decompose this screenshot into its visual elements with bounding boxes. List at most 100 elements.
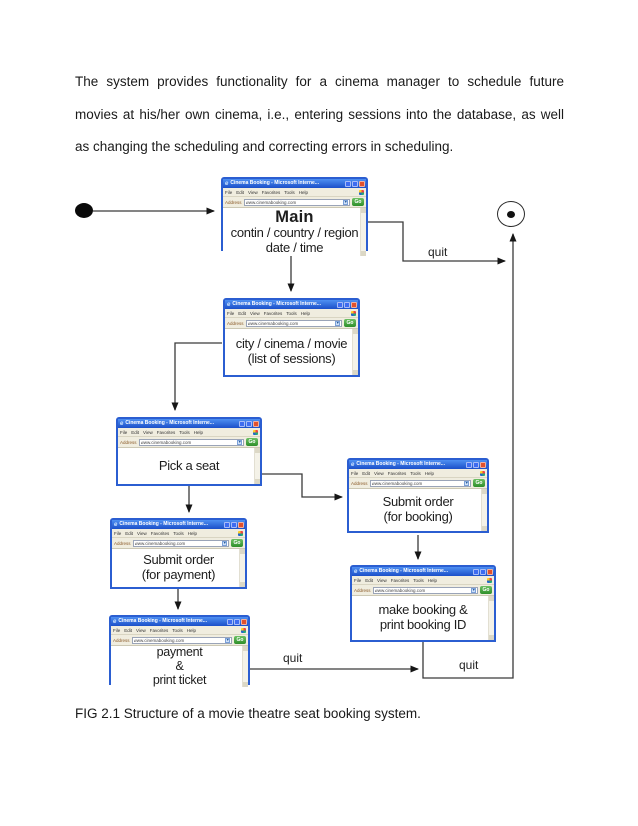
dropdown-arrow-icon: ▼ <box>225 637 230 643</box>
window-titlebar: e Cinema Booking - Microsoft Interne... <box>112 520 245 529</box>
edge-label-quit: quit <box>428 245 448 259</box>
edge-label-quit: quit <box>283 651 303 665</box>
menu-item-view: View <box>143 429 153 435</box>
window-title: Cinema Booking - Microsoft Interne... <box>118 618 207 624</box>
menu-item-view: View <box>250 310 260 316</box>
menu-item-edit: Edit <box>236 189 245 195</box>
windows-flag-icon <box>359 189 364 195</box>
scrollbar <box>352 329 358 375</box>
window-text-line: date / time <box>265 240 324 256</box>
close-button <box>238 521 244 528</box>
window-text-line: Pick a seat <box>158 457 220 473</box>
menu-item-help: Help <box>186 627 197 633</box>
menu-item-edit: Edit <box>125 530 134 536</box>
menu-item-tools: Tools <box>284 189 295 195</box>
menu-item-help: Help <box>424 470 435 476</box>
window-title: Cinema Booking - Microsoft Interne... <box>125 420 214 426</box>
menu-item-view: View <box>248 189 258 195</box>
address-label: Address <box>114 540 131 546</box>
menu-item-file: File <box>114 530 122 536</box>
menu-item-help: Help <box>427 577 438 583</box>
go-button: Go <box>234 636 246 644</box>
address-bar: Address www.cinemabooking.com ▼ Go <box>111 635 248 646</box>
address-input: www.cinemabooking.com ▼ <box>138 438 244 446</box>
window-text-line: Main <box>275 208 314 226</box>
go-button: Go <box>231 539 243 547</box>
paragraph-line: movies at his/her own cinema, i.e., ente… <box>75 106 564 122</box>
windows-flag-icon <box>351 310 356 316</box>
window-titlebar: e Cinema Booking - Microsoft Interne... <box>225 300 358 309</box>
address-bar: Address www.cinemabooking.com ▼ Go <box>223 197 366 208</box>
window-text-line: city / cinema / movie <box>235 336 348 352</box>
close-button <box>480 461 486 468</box>
menu-item-favorites: Favorites <box>261 189 281 195</box>
window-text-line: make booking & <box>378 602 468 618</box>
address-url: www.cinemabooking.com <box>371 480 423 486</box>
address-bar: Address www.cinemabooking.com ▼ Go <box>118 437 260 448</box>
browser-window-main: e Cinema Booking - Microsoft Interne... … <box>221 177 368 256</box>
minimize-button <box>227 618 233 625</box>
dropdown-arrow-icon: ▼ <box>464 480 469 486</box>
browser-window-make-booking: e Cinema Booking - Microsoft Interne... … <box>350 565 496 642</box>
ie-logo-icon: e <box>351 461 355 468</box>
window-titlebar: e Cinema Booking - Microsoft Interne... <box>349 460 487 469</box>
dropdown-arrow-icon: ▼ <box>471 587 476 593</box>
menu-item-favorites: Favorites <box>390 577 410 583</box>
window-text-line: print ticket <box>152 672 207 687</box>
address-url: www.cinemabooking.com <box>140 439 192 445</box>
window-titlebar: e Cinema Booking - Microsoft Interne... <box>352 567 494 576</box>
minimize-button <box>345 180 351 187</box>
address-bar: Address www.cinemabooking.com ▼ Go <box>112 538 245 549</box>
scrollbar <box>254 448 260 484</box>
go-button: Go <box>352 198 364 206</box>
window-title: Cinema Booking - Microsoft Interne... <box>230 180 319 186</box>
address-input: www.cinemabooking.com ▼ <box>243 198 350 206</box>
windows-flag-icon <box>253 429 258 435</box>
maximize-button <box>246 420 252 427</box>
maximize-button <box>344 301 350 308</box>
maximize-button <box>352 180 358 187</box>
scrollbar <box>360 208 366 256</box>
address-input: www.cinemabooking.com ▼ <box>369 479 471 487</box>
address-bar: Address www.cinemabooking.com ▼ Go <box>352 585 494 596</box>
address-label: Address <box>113 637 130 643</box>
go-button: Go <box>480 586 492 594</box>
ie-logo-icon: e <box>113 618 117 625</box>
menu-item-view: View <box>136 627 146 633</box>
menu-item-tools: Tools <box>172 627 183 633</box>
window-text-line: (list of sessions) <box>247 351 336 366</box>
address-label: Address <box>225 199 242 205</box>
dropdown-arrow-icon: ▼ <box>237 439 242 445</box>
minimize-button <box>224 521 230 528</box>
menu-item-edit: Edit <box>131 429 140 435</box>
start-node <box>75 203 93 218</box>
browser-window-sessions: e Cinema Booking - Microsoft Interne... … <box>223 298 360 377</box>
address-input: www.cinemabooking.com ▼ <box>132 539 229 547</box>
browser-window-submit-booking: e Cinema Booking - Microsoft Interne... … <box>347 458 489 533</box>
windows-flag-icon <box>238 530 243 536</box>
go-button: Go <box>246 438 258 446</box>
menu-item-favorites: Favorites <box>387 470 407 476</box>
menu-item-help: Help <box>300 310 311 316</box>
window-text-line: print booking ID <box>379 617 467 632</box>
dropdown-arrow-icon: ▼ <box>343 199 348 205</box>
window-content: Submit order(for payment) <box>112 549 245 587</box>
address-bar: Address www.cinemabooking.com ▼ Go <box>225 318 358 329</box>
menu-item-edit: Edit <box>365 577 374 583</box>
windows-flag-icon <box>480 470 485 476</box>
menu-item-edit: Edit <box>238 310 247 316</box>
menu-item-favorites: Favorites <box>263 310 283 316</box>
menu-item-file: File <box>351 470 359 476</box>
ie-logo-icon: e <box>227 301 231 308</box>
address-label: Address <box>354 587 371 593</box>
close-button <box>241 618 247 625</box>
menu-item-help: Help <box>298 189 309 195</box>
